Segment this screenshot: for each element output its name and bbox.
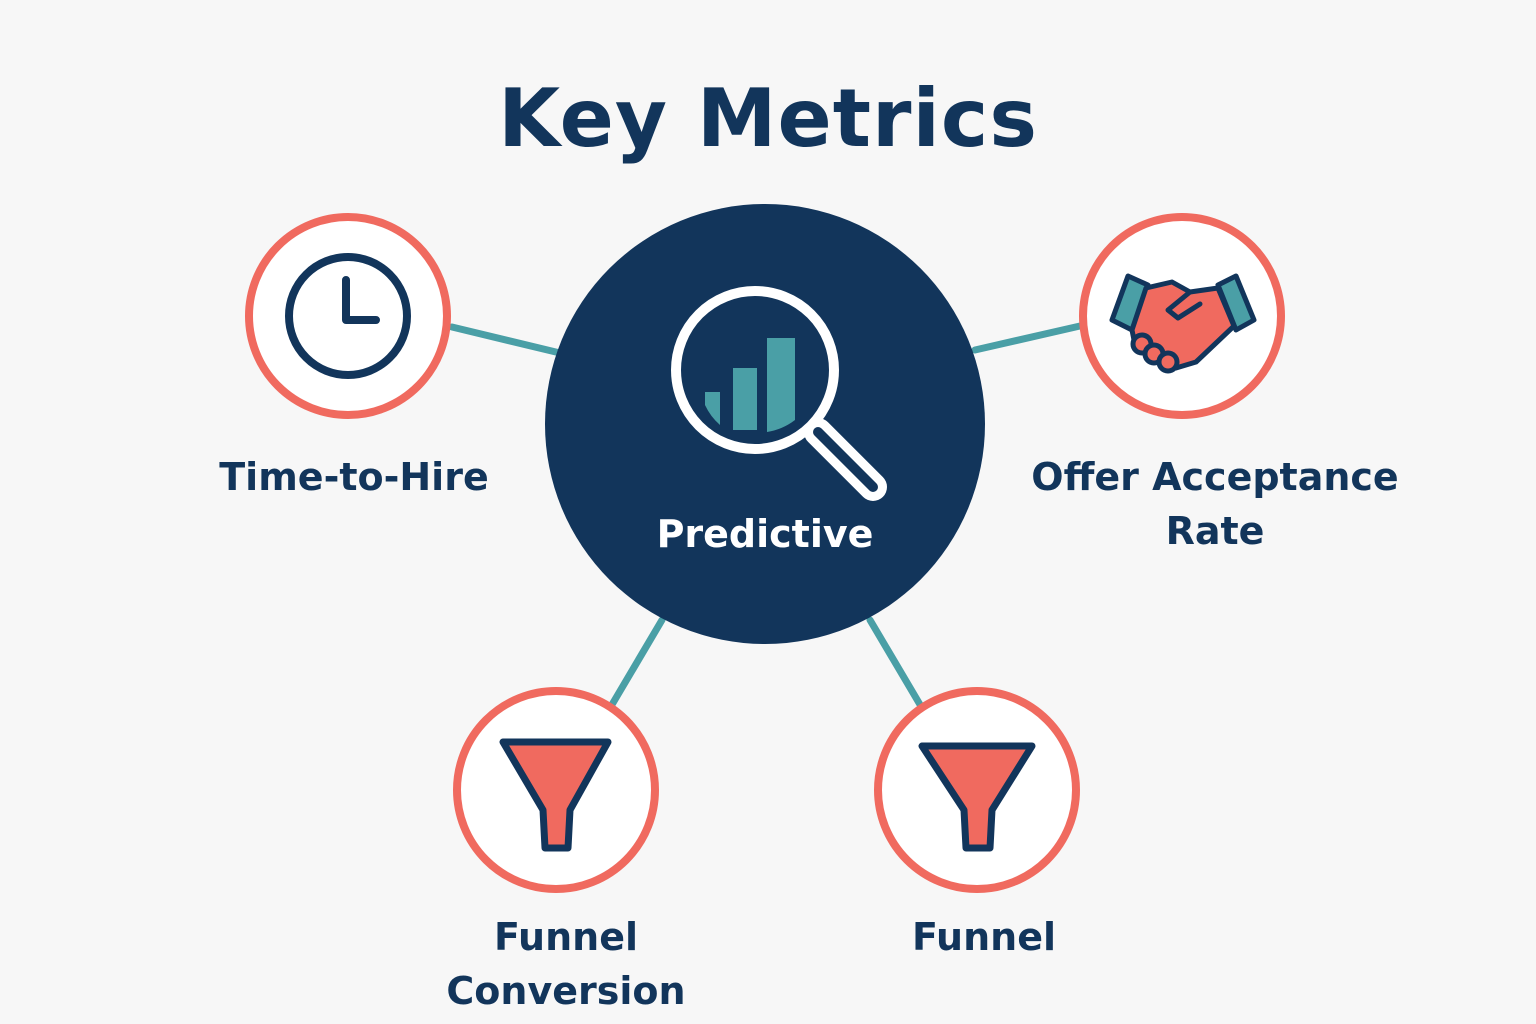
connector-offer-acceptance xyxy=(971,322,1084,354)
label-funnel-conversion: Funnel Conversion xyxy=(406,910,726,1018)
label-funnel: Funnel xyxy=(834,910,1134,964)
node-funnel xyxy=(874,687,1080,893)
label-line: Offer Acceptance xyxy=(1031,455,1399,499)
clock-icon xyxy=(285,253,411,379)
node-time-to-hire xyxy=(245,213,451,419)
node-funnel-conversion xyxy=(453,687,659,893)
connector-funnel-conversion xyxy=(606,616,666,712)
label-line: Conversion xyxy=(446,969,686,1013)
connector-time-to-hire xyxy=(448,323,564,357)
center-label: Predictive xyxy=(656,512,874,556)
label-line: Time-to-Hire xyxy=(219,455,489,499)
funnel-icon xyxy=(918,742,1036,852)
funnel-icon xyxy=(499,738,612,852)
magnifier-chart-icon xyxy=(671,286,887,501)
diagram-title: Key Metrics xyxy=(498,72,1038,165)
node-offer-acceptance xyxy=(1079,213,1285,419)
label-time-to-hire: Time-to-Hire xyxy=(154,450,554,504)
label-line: Funnel xyxy=(911,915,1057,959)
label-line: Rate xyxy=(1165,509,1265,553)
handshake-icon xyxy=(1109,273,1257,374)
label-offer-acceptance: Offer Acceptance Rate xyxy=(1000,450,1430,558)
connector-funnel xyxy=(866,616,926,712)
label-line: Funnel xyxy=(493,915,639,959)
